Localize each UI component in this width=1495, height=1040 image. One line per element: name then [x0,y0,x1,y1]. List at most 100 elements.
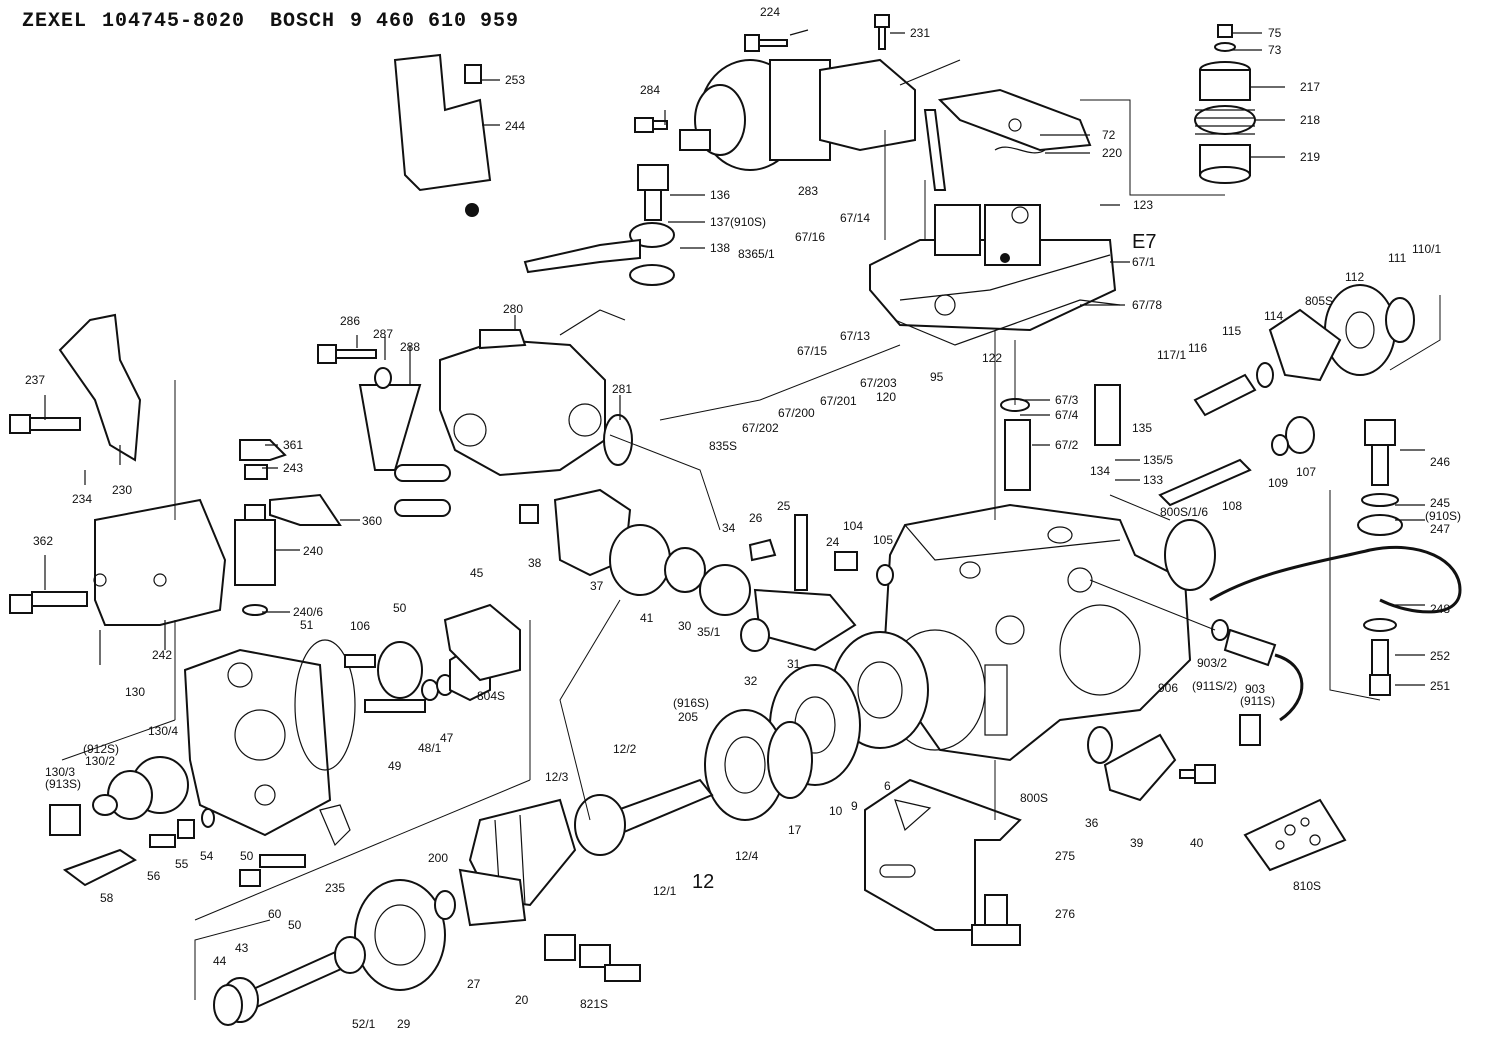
label-105: 105 [873,533,893,547]
label-26: 26 [749,511,763,525]
label-835s: 835S [709,439,737,453]
right-side-parts [1000,284,1415,591]
label-243: 243 [283,461,303,475]
label-135: 135 [1132,421,1152,435]
pump-housing [883,503,1192,762]
label-e7: E7 [1132,231,1156,253]
stop-solenoid [234,439,342,616]
label-219: 219 [1300,150,1320,164]
label-17: 17 [788,823,802,837]
label-44: 44 [213,954,227,968]
label-27: 27 [467,977,481,991]
label-36: 36 [1085,816,1099,830]
label-910s: (910S) [1425,509,1461,523]
label-130-2: 130/2 [85,754,115,768]
label-362: 362 [33,534,53,548]
label-30: 30 [678,619,692,633]
label-106: 106 [350,619,370,633]
label-115: 115 [1222,324,1241,338]
header-part-number-zexel: 104745-8020 [102,10,246,33]
screw-60 [239,854,306,887]
boost-compensator [679,58,961,171]
label-50-a: 50 [393,601,407,615]
label-911s-2: (911S/2) [1192,679,1237,693]
label-52-1: 52/1 [352,1017,376,1031]
label-805s: 805S [1305,294,1333,308]
label-67-15: 67/15 [797,344,827,358]
label-361: 361 [283,438,303,452]
label-67-3: 67/3 [1055,393,1079,407]
governor-cover [869,204,1121,346]
label-248: 248 [1430,602,1450,616]
label-283: 283 [798,184,818,198]
seal-kit [1243,798,1347,872]
label-8365-1: 8365/1 [738,247,775,261]
label-288: 288 [400,340,420,354]
roller-pins [544,934,641,982]
label-32: 32 [744,674,758,688]
label-280: 280 [503,302,523,316]
header-part-number-bosch: 9 460 610 959 [350,10,520,33]
label-47: 47 [440,731,454,745]
label-800s: 800S [1020,791,1048,805]
label-916s: (916S) [673,696,709,710]
label-73: 73 [1268,43,1282,57]
label-117-1: 117/1 [1157,348,1186,362]
header-brand-zexel: ZEXEL [22,10,88,33]
plunger [213,936,366,1026]
label-244: 244 [505,119,525,133]
assembly-guide-lines [61,99,1441,1000]
label-133: 133 [1143,473,1163,487]
bolt [971,894,1021,946]
label-24: 24 [826,535,840,549]
label-56: 56 [147,869,161,883]
label-95: 95 [930,370,944,384]
label-55: 55 [175,857,189,871]
spring-parts [319,603,521,847]
label-120: 120 [876,390,896,404]
label-67-201: 67/201 [820,394,857,408]
label-913s: (913S) [45,777,81,791]
label-37: 37 [590,579,604,593]
label-48-1: 48/1 [418,741,442,755]
label-54: 54 [200,849,214,863]
label-240: 240 [303,544,323,558]
bolt-362 [9,591,88,614]
label-284: 284 [640,83,660,97]
label-253: 253 [505,73,525,87]
label-12-4: 12/4 [735,849,759,863]
label-67-1: 67/1 [1132,255,1156,269]
label-114: 114 [1264,309,1283,323]
label-40: 40 [1190,836,1204,850]
control-lever [923,88,1092,191]
label-903-2: 903/2 [1197,656,1227,670]
label-135-5: 135/5 [1143,453,1173,467]
label-122: 122 [982,351,1002,365]
label-12-2: 12/2 [613,742,637,756]
label-25: 25 [777,499,791,513]
solenoid-cover [93,498,227,665]
label-10: 10 [829,804,843,818]
label-286: 286 [340,314,360,328]
label-60: 60 [268,907,282,921]
label-67-16: 67/16 [795,230,825,244]
label-217: 217 [1300,80,1320,94]
bracket-244 [393,53,492,217]
label-240-6: 240/6 [293,605,323,619]
label-108: 108 [1222,499,1242,513]
label-29: 29 [397,1017,411,1031]
label-911s: (911S) [1240,694,1275,708]
timer-piston-assy [519,488,894,652]
label-134: 134 [1090,464,1110,478]
label-130: 130 [125,685,145,699]
sensor-903 [1211,619,1304,746]
label-109: 109 [1268,476,1288,490]
label-138: 138 [710,241,730,255]
label-107: 107 [1296,465,1316,479]
label-360: 360 [362,514,382,528]
label-276: 276 [1055,907,1075,921]
label-251: 251 [1430,679,1450,693]
label-12-3: 12/3 [545,770,569,784]
label-821s: 821S [580,997,608,1011]
label-67-202: 67/202 [742,421,779,435]
